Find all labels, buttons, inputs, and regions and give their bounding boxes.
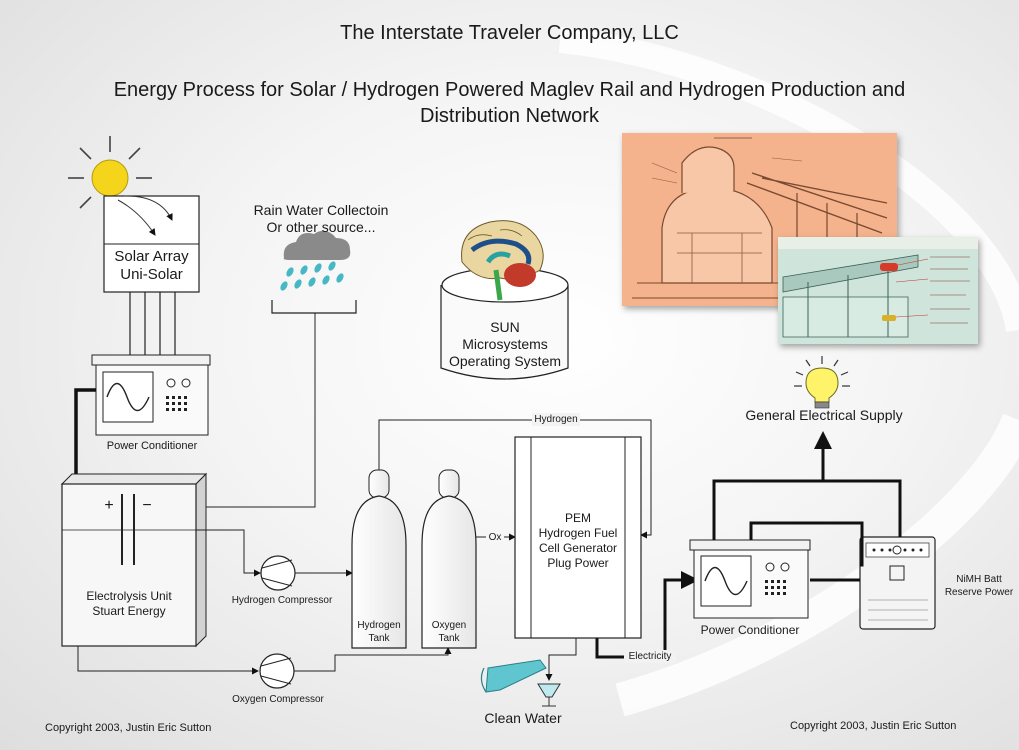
hydrogen-out-line	[196, 529, 261, 577]
rain-water-label-line2: Or other source...	[266, 219, 376, 235]
rain-water-label-line1: Rain Water Collectoin	[253, 202, 389, 218]
sun-os-label-line2: Microsystems	[462, 336, 548, 352]
rain-water-label: Rain Water Collectoin Or other source...	[232, 202, 410, 236]
electrolysis-label-line2: Stuart Energy	[92, 604, 166, 618]
hydrogen-tank-label-line1: Hydrogen	[357, 620, 401, 631]
oxygen-compressor	[259, 653, 295, 689]
electrolysis-label: Electrolysis Unit Stuart Energy	[62, 589, 196, 619]
oxygen-tank	[421, 469, 477, 649]
sun-os-label-line1: SUN	[490, 319, 520, 335]
nimh-label-line1: NiMH Batt	[956, 574, 1002, 585]
oxygen-compressor-label: Oxygen Compressor	[232, 694, 324, 705]
supply-bus-line	[712, 479, 902, 540]
hydrogen-compressor-label: Hydrogen Compressor	[231, 595, 333, 606]
solar-array-label-line1: Solar Array	[114, 248, 189, 265]
page-subtitle-line2: Distribution Network	[420, 105, 599, 127]
pem-label: PEM Hydrogen Fuel Cell Generator Plug Po…	[531, 511, 625, 571]
copyright-right: Copyright 2003, Justin Eric Sutton	[790, 720, 957, 732]
nimh-label: NiMH Batt Reserve Power	[938, 573, 1019, 599]
hydrogen-tank-label-line2: Tank	[368, 633, 390, 644]
nimh-battery-unit	[859, 536, 936, 630]
water-pitcher-icon	[480, 659, 547, 693]
rail-sketch-image	[778, 237, 978, 344]
clean-water-label: Clean Water	[484, 710, 562, 726]
light-bulb-icon	[794, 356, 850, 409]
page-title: The Interstate Traveler Company, LLC	[340, 22, 679, 44]
sun-os-cylinder	[440, 267, 569, 380]
power-conditioner-right-unit	[689, 539, 811, 619]
power-to-electrolysis-line	[65, 388, 96, 518]
water-supply-line	[187, 313, 316, 511]
electrode-minus-label: −	[142, 497, 152, 514]
electricity-label: Electricity	[628, 651, 672, 662]
electrode-plus-label: +	[104, 497, 114, 514]
pem-fuel-cell	[514, 436, 642, 639]
general-supply-label: General Electrical Supply	[745, 407, 903, 423]
hydrogen-compressor	[260, 555, 296, 591]
rail-sketch-drawing	[778, 237, 978, 344]
solar-array-label: Solar Array Uni-Solar	[104, 248, 199, 284]
hydrogen-tank-label: Hydrogen Tank	[352, 619, 406, 645]
rain-collector-tray	[271, 300, 357, 314]
oxygen-out-line	[77, 646, 259, 675]
electrolysis-label-line1: Electrolysis Unit	[86, 589, 172, 603]
water-glass-icon	[537, 683, 561, 707]
copyright-left: Copyright 2003, Justin Eric Sutton	[45, 722, 212, 734]
power-conditioner-left-label: Power Conditioner	[106, 440, 198, 452]
power-conditioner-left-unit	[91, 354, 211, 436]
hydrogen-feed-line	[378, 419, 652, 539]
pem-label-line2: Hydrogen Fuel	[538, 526, 618, 540]
electrolysis-unit	[60, 472, 208, 648]
oxygen-tank-label-line1: Oxygen	[431, 620, 467, 631]
pem-label-line1: PEM	[564, 511, 591, 525]
pem-label-line3: Cell Generator	[538, 541, 618, 555]
pem-label-line4: Plug Power	[547, 556, 609, 570]
sun-os-label: SUN Microsystems Operating System	[441, 319, 569, 370]
to-oxygen-tank-line	[294, 647, 452, 672]
rain-cloud-icon	[280, 230, 351, 291]
nimh-label-line2: Reserve Power	[944, 587, 1014, 598]
sun-os-label-line3: Operating System	[448, 353, 562, 369]
brain-icon	[461, 220, 544, 301]
solar-array-label-line2: Uni-Solar	[120, 266, 183, 283]
hydrogen-tank	[351, 469, 407, 649]
oxygen-tank-label-line2: Tank	[438, 633, 460, 644]
solar-wires	[129, 292, 176, 355]
oxygen-tank-label: Oxygen Tank	[422, 619, 476, 645]
power-conditioner-right-label: Power Conditioner	[700, 623, 800, 637]
battery-charge-line	[749, 521, 864, 567]
ox-label: Ox	[488, 532, 502, 543]
water-out-line	[545, 638, 577, 681]
page-subtitle-line1: Energy Process for Solar / Hydrogen Powe…	[113, 79, 906, 101]
hydrogen-line-label: Hydrogen	[534, 414, 578, 425]
